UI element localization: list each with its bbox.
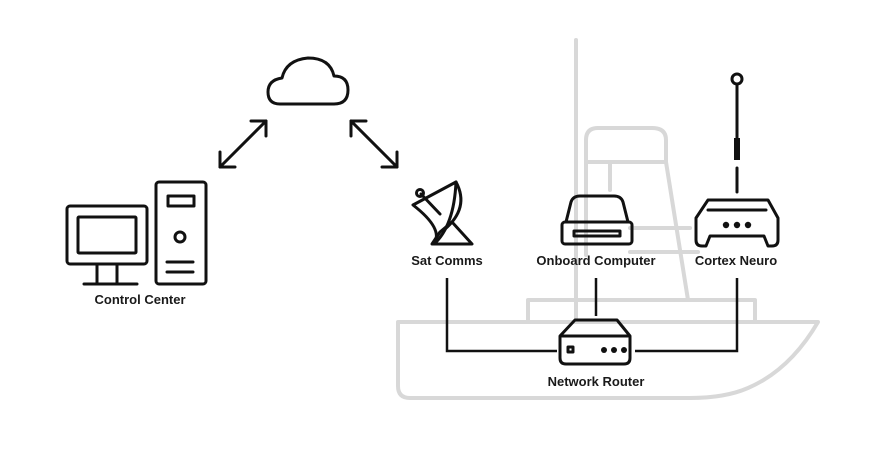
arrow-cloud-satellite bbox=[349, 119, 399, 169]
network-links bbox=[445, 278, 739, 353]
ship-outline bbox=[396, 38, 820, 400]
monitor-icon bbox=[65, 204, 149, 286]
router-icon bbox=[558, 318, 632, 366]
link-sat-router bbox=[445, 278, 557, 353]
label-cortex-neuro: Cortex Neuro bbox=[695, 253, 777, 268]
satellite-dish-icon bbox=[411, 180, 474, 246]
label-onboard-computer: Onboard Computer bbox=[536, 253, 655, 268]
cortex-device-icon bbox=[694, 198, 780, 248]
link-cortex-router bbox=[635, 278, 739, 353]
label-sat-comms: Sat Comms bbox=[411, 253, 483, 268]
cloud-icon bbox=[266, 56, 350, 106]
onboard-computer-icon bbox=[560, 194, 634, 246]
label-control-center: Control Center bbox=[95, 292, 186, 307]
arrow-control-cloud bbox=[218, 119, 268, 169]
desktop-tower-icon bbox=[154, 180, 208, 286]
antenna-icon bbox=[730, 72, 744, 194]
label-network-router: Network Router bbox=[548, 374, 645, 389]
